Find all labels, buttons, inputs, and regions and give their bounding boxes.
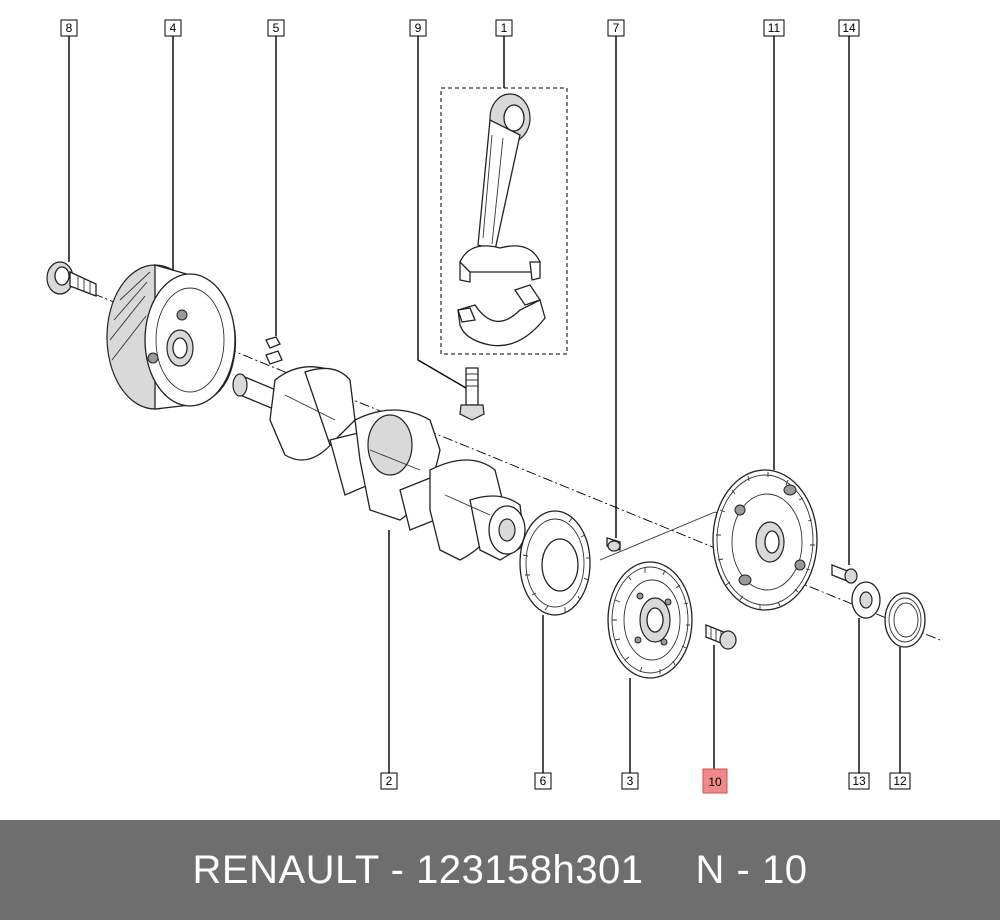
callout-1-label: 1 bbox=[501, 21, 508, 35]
part-3-flywheel bbox=[607, 561, 693, 679]
callout-7-label: 7 bbox=[613, 21, 620, 35]
part-7-small-bolt bbox=[606, 537, 621, 552]
callout-10-highlighted[interactable]: 10 bbox=[702, 768, 728, 794]
callout-4[interactable]: 4 bbox=[164, 19, 182, 37]
part-6-target-wheel bbox=[519, 510, 591, 616]
callout-2-label: 2 bbox=[386, 774, 393, 788]
callout-9-label: 9 bbox=[415, 21, 422, 35]
position-number-text: N - 10 bbox=[695, 847, 808, 892]
part-5-woodruff-key bbox=[265, 336, 283, 365]
callout-4-label: 4 bbox=[170, 21, 177, 35]
callout-14-label: 14 bbox=[842, 21, 856, 35]
part-11-drive-plate bbox=[712, 469, 818, 611]
callout-11[interactable]: 11 bbox=[763, 19, 785, 37]
part-8-pulley-bolt bbox=[46, 261, 97, 297]
part-2-crankshaft bbox=[232, 366, 526, 561]
callout-6-label: 6 bbox=[540, 774, 547, 788]
part-12-seal bbox=[884, 592, 926, 648]
callout-2[interactable]: 2 bbox=[380, 772, 398, 790]
part-10-flywheel-bolt bbox=[705, 624, 737, 650]
callout-8[interactable]: 8 bbox=[60, 19, 78, 37]
callout-13[interactable]: 13 bbox=[848, 772, 870, 790]
callout-8-label: 8 bbox=[66, 21, 73, 35]
callout-5[interactable]: 5 bbox=[267, 19, 285, 37]
callout-6[interactable]: 6 bbox=[534, 772, 552, 790]
part-reference-footer: RENAULT - 123158h301 N - 10 bbox=[0, 820, 1000, 920]
callout-10-label: 10 bbox=[708, 775, 722, 789]
part-14-drive-plate-bolt bbox=[831, 564, 858, 584]
callout-7[interactable]: 7 bbox=[607, 19, 625, 37]
leader-9 bbox=[417, 36, 467, 389]
exploded-parts-diagram: 8 4 5 9 1 7 11 14 2 6 3 10 bbox=[46, 19, 941, 794]
part-number-text: RENAULT - 123158h301 bbox=[192, 847, 644, 892]
callout-9[interactable]: 9 bbox=[409, 19, 427, 37]
part-13-spacer bbox=[851, 581, 881, 619]
callout-13-label: 13 bbox=[852, 774, 866, 788]
callout-12[interactable]: 12 bbox=[889, 772, 911, 790]
part-9-rod-bolt bbox=[459, 367, 485, 421]
callout-12-label: 12 bbox=[893, 774, 907, 788]
callout-3-label: 3 bbox=[627, 774, 634, 788]
part-1-connecting-rod-assembly bbox=[440, 87, 568, 355]
callout-5-label: 5 bbox=[273, 21, 280, 35]
callout-14[interactable]: 14 bbox=[838, 19, 860, 37]
callout-1[interactable]: 1 bbox=[495, 19, 513, 37]
callout-3[interactable]: 3 bbox=[621, 772, 639, 790]
callout-11-label: 11 bbox=[768, 21, 781, 35]
part-4-crankshaft-pulley bbox=[106, 264, 237, 410]
